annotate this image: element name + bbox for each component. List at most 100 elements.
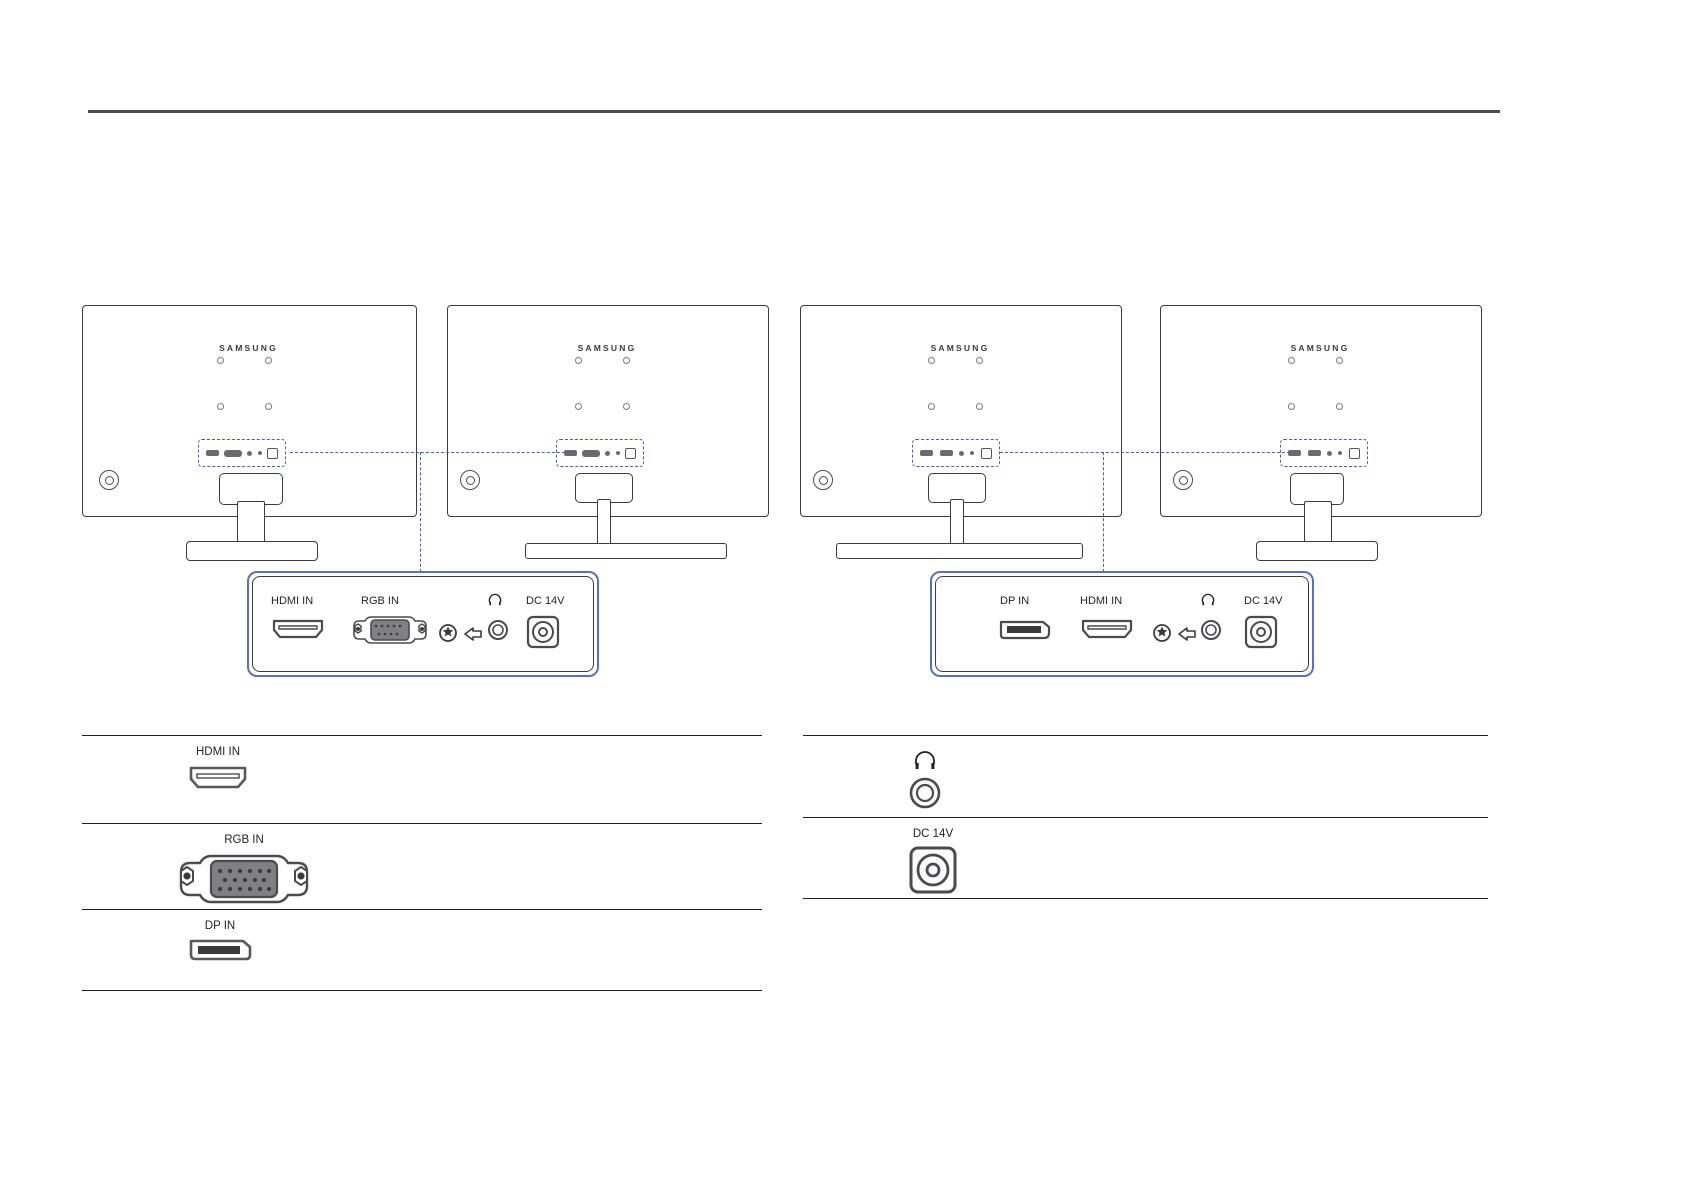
callout-inner-border: [935, 576, 1309, 672]
brand-wordmark-1: SAMSUNG: [219, 343, 278, 353]
mini-dp-icon: [920, 450, 934, 456]
mini-dc-icon: [625, 447, 637, 459]
port-strip-icons: [917, 444, 995, 462]
vesa-hole: [217, 357, 224, 364]
kensington-lock-icon: [1153, 624, 1171, 642]
mini-dc-icon: [267, 447, 279, 459]
vesa-hole: [265, 403, 272, 410]
hdmi-port-icon: [272, 619, 324, 639]
mini-headphone-icon: [257, 451, 262, 455]
stand-base: [836, 543, 1083, 559]
headphone-icon: [915, 751, 935, 769]
callout-left-label-dc: DC 14V: [526, 595, 565, 607]
table-row: RGB IN: [82, 823, 762, 909]
mini-dc-icon: [980, 447, 992, 459]
table-label-dp: DP IN: [204, 920, 236, 932]
vesa-hole: [928, 403, 935, 410]
leader-line-vertical-right: [1103, 452, 1104, 572]
headphone-icon: [1201, 593, 1215, 606]
mini-lock-icon: [1326, 450, 1332, 456]
vesa-hole: [623, 357, 630, 364]
port-reference-table-right: DC 14V: [803, 735, 1488, 899]
monitor-illustration-1: SAMSUNG: [82, 305, 417, 561]
table-row: DC 14V: [803, 817, 1488, 899]
table-cell-dp: DP IN: [187, 920, 253, 963]
port-strip-dashed-4: [1280, 439, 1368, 467]
brand-wordmark-3: SAMSUNG: [930, 343, 990, 353]
dc-jack-icon: [526, 615, 560, 649]
stand-neck-upper: [219, 473, 283, 505]
vesa-hole: [1288, 357, 1295, 364]
vesa-hole: [265, 357, 272, 364]
left-arrow-icon: [464, 627, 482, 641]
vesa-hole: [1336, 357, 1343, 364]
mini-dp-icon: [1288, 450, 1302, 456]
kensington-slot: [460, 470, 480, 490]
callout-right-label-dp: DP IN: [1000, 595, 1030, 607]
callout-right-label-dc: DC 14V: [1244, 595, 1283, 607]
leader-line-vertical-left: [420, 452, 421, 572]
table-row: [803, 735, 1488, 817]
table-label-rgb: RGB IN: [224, 834, 264, 846]
callout-left-label-rgb: RGB IN: [361, 595, 399, 607]
mini-hdmi-icon: [1307, 450, 1321, 456]
stand-neck-upper: [928, 473, 986, 503]
hdmi-port-icon: [189, 766, 247, 789]
table-cell-rgb: RGB IN: [168, 834, 320, 907]
vesa-hole: [623, 403, 630, 410]
mini-hdmi-icon: [939, 450, 953, 456]
vesa-hole: [928, 357, 935, 364]
displayport-icon: [999, 620, 1051, 640]
stand-base: [186, 541, 318, 561]
brand-wordmark-2: SAMSUNG: [577, 343, 637, 353]
mini-dc-icon: [1348, 447, 1360, 459]
callout-inner-border: [252, 576, 594, 672]
vesa-hole: [1288, 403, 1295, 410]
kensington-slot: [1173, 470, 1193, 490]
vesa-hole: [575, 403, 582, 410]
page-top-rule: [88, 110, 1500, 113]
mini-vga-icon: [582, 449, 601, 457]
mini-headphone-icon: [615, 451, 620, 455]
callout-right-label-hdmi: HDMI IN: [1080, 595, 1123, 607]
stand-base: [525, 543, 727, 559]
mini-lock-icon: [247, 450, 253, 456]
port-reference-table-left: HDMI IN RGB IN: [82, 735, 762, 991]
headphone-icon: [488, 593, 502, 606]
port-strip-dashed-3: [912, 439, 1000, 467]
headphone-jack-icon: [1201, 620, 1221, 640]
port-strip-icons: [561, 444, 639, 462]
callout-left-label-hdmi: HDMI IN: [271, 595, 314, 607]
port-strip-icons: [203, 444, 281, 462]
monitor-illustration-2: SAMSUNG: [447, 305, 769, 559]
displayport-icon: [189, 939, 252, 961]
left-arrow-icon: [1178, 627, 1196, 641]
vesa-hole: [976, 403, 983, 410]
leader-line-horizontal-right: [1000, 452, 1290, 453]
table-cell-headphone: [908, 750, 942, 810]
kensington-lock-icon: [439, 624, 457, 642]
port-strip-dashed-2: [556, 439, 644, 467]
vga-port-icon: [353, 616, 427, 644]
mini-headphone-icon: [1338, 451, 1343, 455]
mini-lock-icon: [605, 450, 611, 456]
mini-headphone-icon: [970, 451, 975, 455]
monitor-illustration-4: SAMSUNG: [1160, 305, 1482, 561]
table-cell-dc: DC 14V: [908, 828, 958, 895]
mini-hdmi-icon: [205, 450, 219, 456]
headphone-jack-icon: [909, 777, 941, 809]
vesa-hole: [976, 357, 983, 364]
kensington-slot: [813, 470, 833, 490]
port-strip-dashed-1: [198, 439, 286, 467]
mini-vga-icon: [224, 449, 243, 457]
mini-lock-icon: [958, 450, 964, 456]
vesa-hole: [575, 357, 582, 364]
leader-line-horizontal-left: [290, 452, 575, 453]
vga-port-icon: [179, 854, 309, 904]
table-label-hdmi: HDMI IN: [195, 746, 241, 758]
brand-wordmark-4: SAMSUNG: [1290, 343, 1350, 353]
vesa-hole: [1336, 403, 1343, 410]
monitor-illustration-3: SAMSUNG: [800, 305, 1122, 559]
port-callout-right: DP IN HDMI IN DC 14V: [930, 571, 1314, 677]
